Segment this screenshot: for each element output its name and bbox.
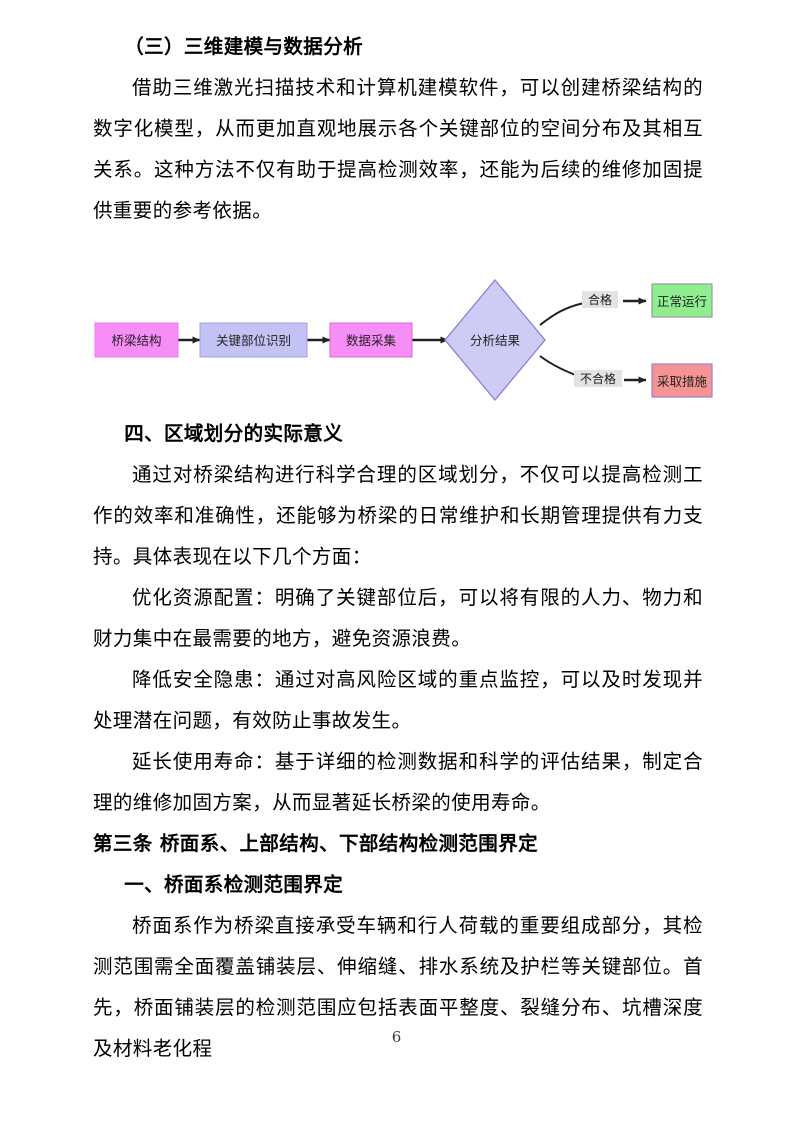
edge-label-pass-bg bbox=[582, 291, 618, 308]
flow-node-analysis-result[interactable] bbox=[444, 278, 546, 402]
paragraph-optimize-resources: 优化资源配置：明确了关键部位后，可以将有限的人力、物力和财力集中在最需要的地方，… bbox=[93, 586, 703, 650]
flow-node-data-collection-label: 数据采集 bbox=[346, 333, 397, 348]
flow-node-bridge-structure-label: 桥梁结构 bbox=[111, 333, 161, 348]
paragraph-region-overview: 通过对桥梁结构进行科学合理的区域划分，不仅可以提高检测工作的效率和准确性，还能够… bbox=[93, 463, 703, 568]
page-number: 6 bbox=[391, 1028, 402, 1046]
heading-article-three: 第三条 桥面系、上部结构、下部结构检测范围界定 bbox=[93, 832, 538, 855]
edge-n4-n5 bbox=[539, 302, 585, 326]
flow-node-key-part-identification-label: 关键部位识别 bbox=[216, 333, 291, 348]
edge-label-fail: 不合格 bbox=[580, 371, 616, 386]
flow-node-normal-operation-label: 正常运行 bbox=[657, 294, 707, 309]
edge-label-fail-bg bbox=[574, 370, 622, 387]
paragraph-reduce-risk: 降低安全隐患：通过对高风险区域的重点监控，可以及时发现并处理潜在问题，有效防止事… bbox=[93, 668, 703, 732]
document-body-column: （三）三维建模与数据分析 借助三维激光扫描技术和计算机建模软件，可以创建桥梁结构… bbox=[93, 0, 703, 1069]
flow-node-take-measures[interactable] bbox=[651, 363, 713, 398]
heading-3d-modeling: （三）三维建模与数据分析 bbox=[124, 35, 363, 58]
paragraph-3d-modeling: 借助三维激光扫描技术和计算机建模软件，可以创建桥梁结构的数字化模型，从而更加直观… bbox=[93, 76, 703, 222]
heading-region-meaning: 四、区域划分的实际意义 bbox=[124, 422, 344, 445]
flow-node-normal-operation[interactable] bbox=[651, 283, 713, 318]
paragraph-extend-lifespan: 延长使用寿命：基于详细的检测数据和科学的评估结果，制定合理的维修加固方案，从而显… bbox=[93, 750, 703, 814]
flow-node-take-measures-label: 采取措施 bbox=[657, 374, 708, 389]
flow-node-key-part-identification[interactable] bbox=[199, 322, 308, 358]
edge-label-pass: 合格 bbox=[588, 292, 612, 307]
flow-node-analysis-result-label: 分析结果 bbox=[470, 333, 521, 348]
subheading-deck-system-scope: 一、桥面系检测范围界定 bbox=[124, 873, 344, 896]
flowchart-figure: 桥梁结构 关键部位识别 数据采集 分析结果 正常运行 采取措施 合格 不合格 bbox=[90, 272, 715, 407]
paragraph-deck-system-scope: 桥面系作为桥梁直接承受车辆和行人荷载的重要组成部分，其检测范围需全面覆盖铺装层、… bbox=[93, 914, 703, 1060]
flow-node-bridge-structure[interactable] bbox=[94, 322, 179, 358]
flow-node-data-collection[interactable] bbox=[329, 322, 413, 358]
